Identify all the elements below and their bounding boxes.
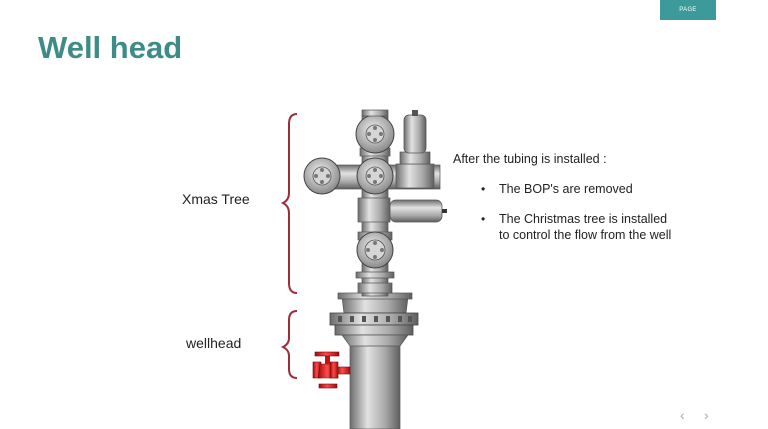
wellhead-label: wellhead: [186, 335, 242, 351]
info-lead: After the tubing is installed :: [453, 152, 607, 166]
xmas-tree-label: Xmas Tree: [182, 191, 250, 207]
info-bullets: • The BOP's are removed • The Christmas …: [453, 181, 673, 243]
right-actuator: [403, 114, 427, 154]
page-tag: PAGE: [660, 0, 716, 20]
bullet-icon: •: [481, 212, 486, 226]
xmas-tree-bracket: [280, 113, 298, 294]
bullet-icon: •: [481, 182, 486, 196]
bullet-text: The Christmas tree is installed to contr…: [499, 212, 672, 242]
info-panel: After the tubing is installed : • The BO…: [453, 151, 673, 257]
list-item: • The Christmas tree is installed to con…: [453, 211, 673, 243]
page-title: Well head: [38, 30, 183, 65]
list-item: • The BOP's are removed: [453, 181, 673, 197]
wellhead-side-valve: [312, 351, 351, 389]
chevron-left-icon[interactable]: ‹: [680, 407, 685, 423]
chevron-right-icon[interactable]: ›: [704, 407, 709, 423]
actuator-cylinder: [389, 199, 443, 223]
bullet-text: The BOP's are removed: [499, 182, 633, 196]
wellhead-bracket: [280, 310, 298, 379]
wellhead-body: [341, 296, 409, 314]
